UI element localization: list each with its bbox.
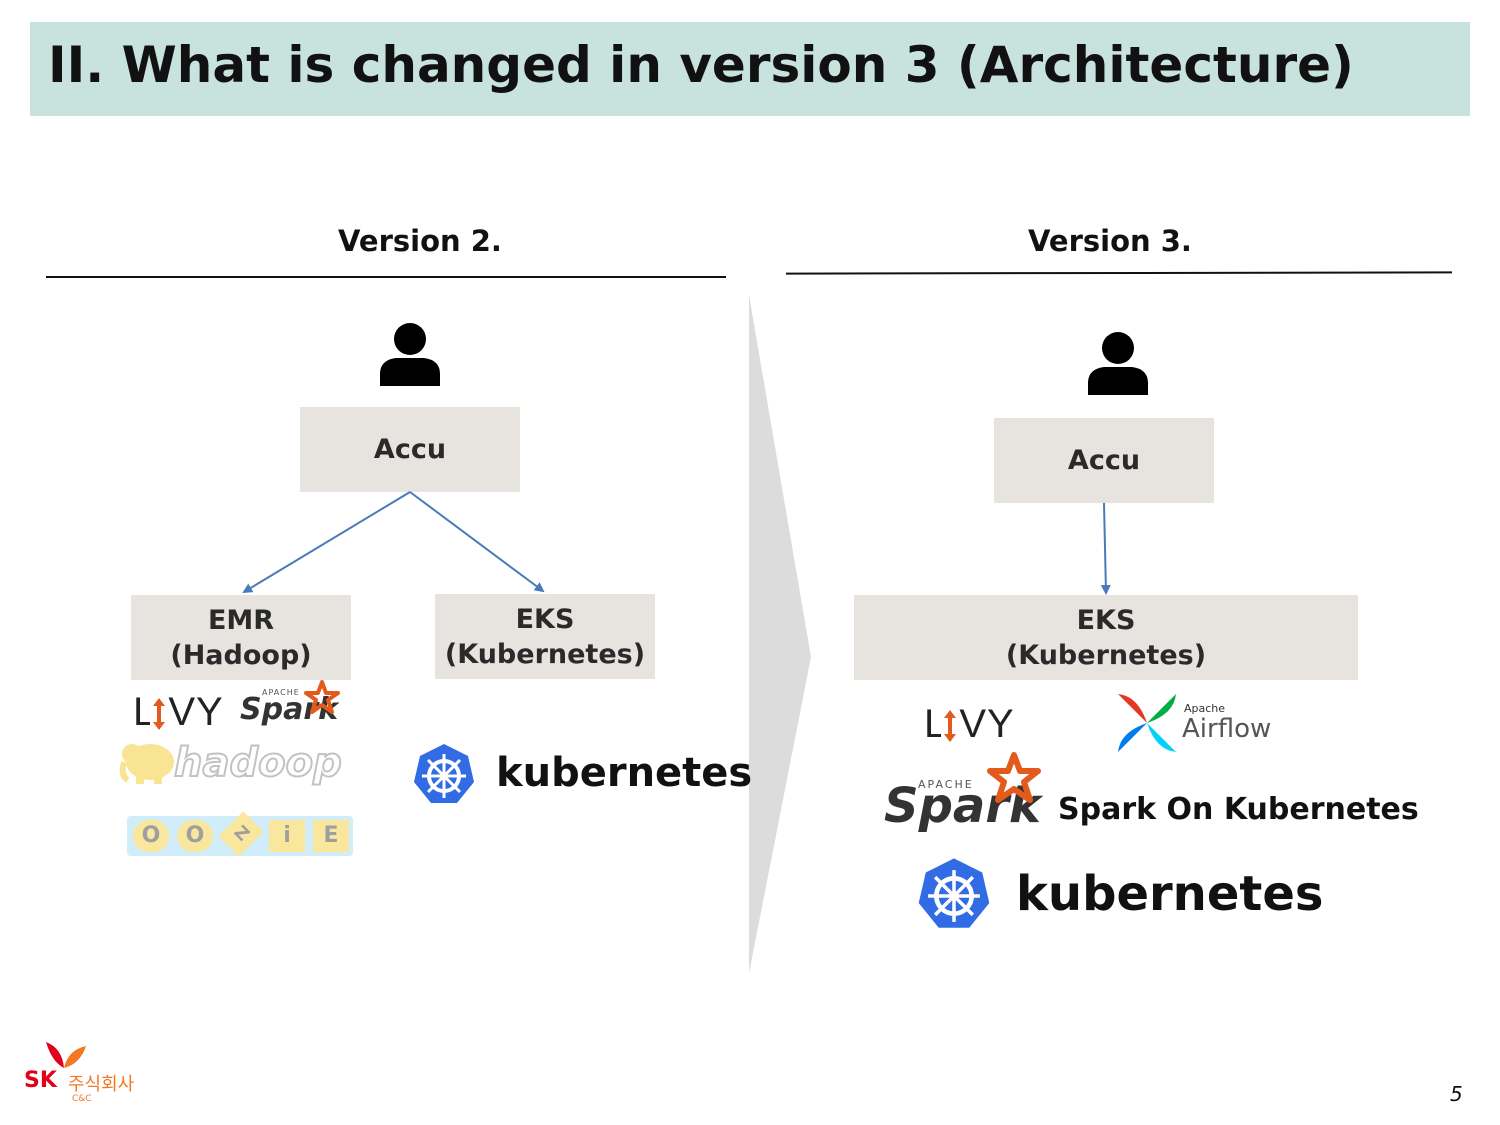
livy-arrow-icon — [941, 708, 959, 744]
v2-eks-box: EKS (Kubernetes) — [435, 594, 655, 679]
v2-accu-label: Accu — [373, 434, 447, 465]
spark-on-kubernetes-label: Spark On Kubernetes — [1058, 792, 1419, 827]
v2-kubernetes-logo: kubernetes — [410, 742, 752, 810]
airflow-label: Airflow — [1182, 714, 1272, 744]
spark-apache-label: APACHE — [262, 688, 300, 697]
v3-accu-box: Accu — [994, 418, 1214, 503]
spark-apache-label: APACHE — [918, 778, 974, 791]
emr-sublabel: (Hadoop) — [170, 639, 312, 671]
livy-logo: LIVY — [133, 690, 224, 734]
version3-underline — [785, 271, 1453, 275]
v2-kubernetes-label: kubernetes — [496, 750, 753, 796]
v3-eks-label: EKS — [1076, 604, 1136, 636]
oozie-logo: O O Z i E — [127, 811, 357, 862]
oozie-letter: O — [177, 820, 213, 852]
v2-eks-sublabel: (Kubernetes) — [444, 638, 646, 670]
oozie-letter: E — [313, 820, 349, 852]
spark-logo-small: APACHE Spark — [240, 680, 340, 730]
sk-brand-sub: C&C — [72, 1094, 92, 1104]
version3-heading: Version 3. — [1028, 224, 1192, 258]
hadoop-label: hadoop — [173, 739, 343, 787]
v3-eks-box: EKS (Kubernetes) — [854, 595, 1358, 680]
title-bar: II. What is changed in version 3 (Archit… — [30, 22, 1470, 116]
oozie-letter: i — [269, 820, 305, 852]
v2-emr-box: EMR (Hadoop) — [131, 595, 351, 680]
livy-arrow-icon — [150, 696, 168, 732]
slide-title: II. What is changed in version 3 (Archit… — [48, 36, 1354, 94]
sk-butterfly-icon — [46, 1042, 86, 1068]
sk-cc-logo: SK 주식회사 C&C — [24, 1040, 154, 1110]
v3-kubernetes-logo: kubernetes — [914, 856, 1323, 936]
kubernetes-wheel-icon — [414, 744, 474, 803]
emr-label: EMR — [207, 604, 275, 636]
user-icon — [1088, 332, 1148, 395]
airflow-logo: Apache Airflow — [1116, 692, 1286, 754]
page-number: 5 — [1450, 1082, 1463, 1106]
spark-label: Spark — [240, 692, 339, 727]
version2-heading: Version 2. — [338, 224, 502, 258]
sk-brand: SK — [24, 1068, 57, 1093]
oozie-letter: O — [133, 820, 169, 852]
spark-star-icon — [304, 680, 340, 714]
v3-accu-label: Accu — [1067, 445, 1141, 476]
kubernetes-wheel-icon — [918, 858, 990, 928]
livy-logo: LIVY — [924, 702, 1015, 746]
sk-brand-korean: 주식회사 — [68, 1074, 135, 1095]
oozie-bar — [127, 816, 353, 856]
spark-logo-large: APACHE Spark — [884, 752, 1044, 834]
transition-chevron-arrow — [749, 295, 811, 973]
v3-kubernetes-label: kubernetes — [1016, 866, 1324, 922]
user-icon — [380, 323, 440, 386]
spark-star-icon — [987, 752, 1041, 803]
hadoop-logo: hadoop — [118, 738, 348, 794]
v3-eks-sublabel: (Kubernetes) — [1005, 639, 1207, 671]
airflow-pinwheel-icon — [1118, 694, 1176, 752]
v2-accu-box: Accu — [300, 407, 520, 492]
version2-underline — [46, 276, 726, 278]
airflow-apache-label: Apache — [1184, 702, 1226, 715]
v2-eks-label: EKS — [515, 603, 575, 635]
hadoop-elephant-icon — [119, 744, 174, 784]
